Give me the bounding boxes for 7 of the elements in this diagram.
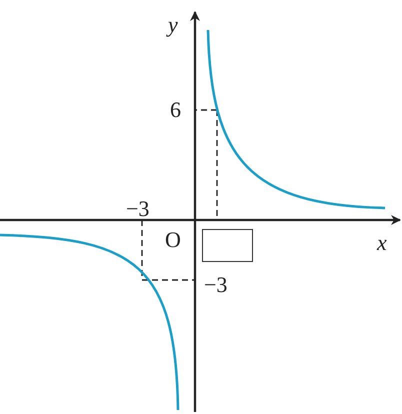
tick-label: 6 bbox=[170, 99, 181, 121]
tick-label: −3 bbox=[204, 274, 228, 296]
answer-box bbox=[202, 229, 253, 262]
axis-label: y bbox=[168, 14, 178, 36]
origin-label: O bbox=[165, 229, 181, 251]
axis-label: x bbox=[377, 232, 387, 254]
tick-label: −3 bbox=[126, 198, 150, 220]
